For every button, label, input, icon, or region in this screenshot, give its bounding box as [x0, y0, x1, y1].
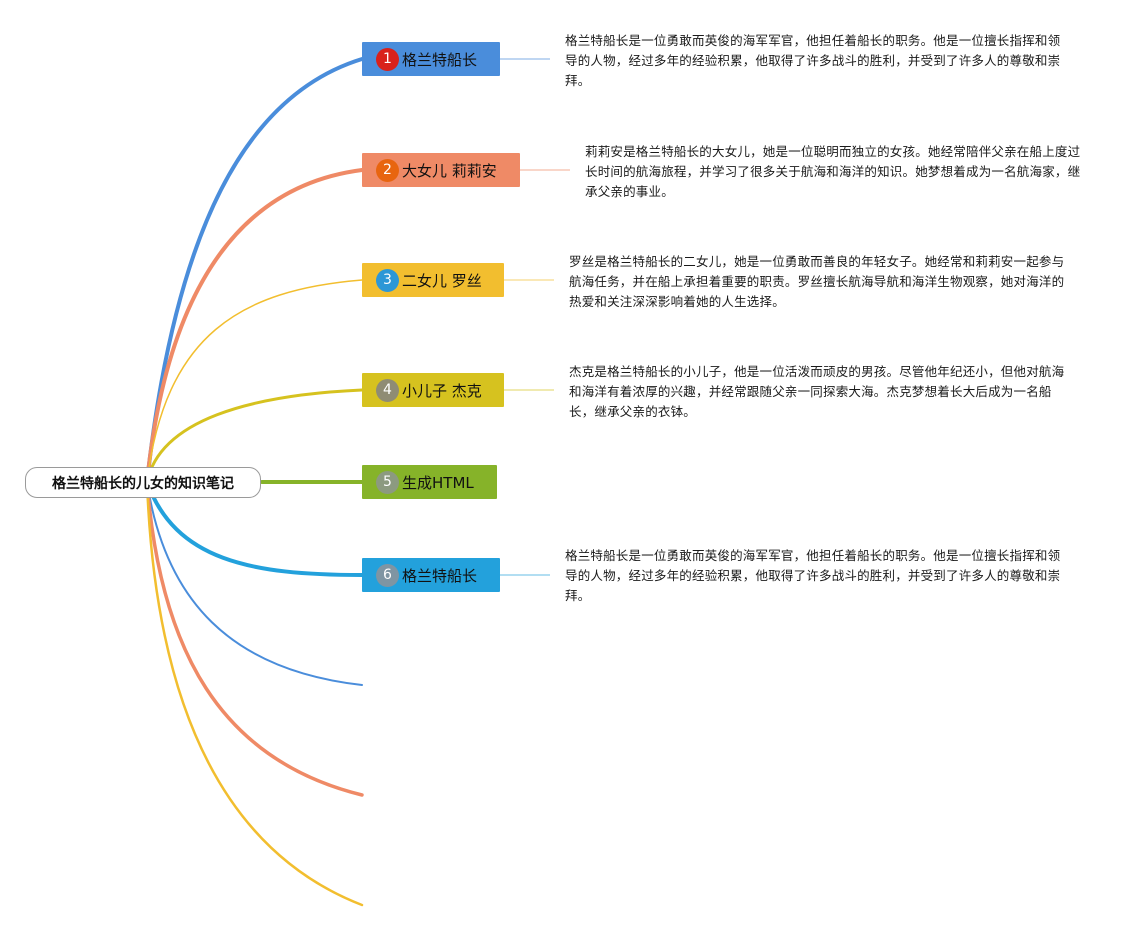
number-badge-icon: 3 [376, 268, 399, 292]
branch-note-2: 莉莉安是格兰特船长的大女儿，她是一位聪明而独立的女孩。她经常陪伴父亲在船上度过长… [585, 144, 1081, 199]
branch-label: 大女儿 莉莉安 [402, 161, 497, 180]
branch-connector-1 [145, 57, 364, 484]
number-badge-icon: 5 [376, 470, 399, 494]
number-badge-icon: 6 [376, 563, 399, 587]
branch-node-3[interactable]: 3 二女儿 罗丝 [362, 263, 504, 297]
branch-connector-empty-3 [145, 480, 364, 907]
branch-note-1: 格兰特船长是一位勇敢而英俊的海军军官，他担任着船长的职务。他是一位擅长指挥和领导… [565, 33, 1061, 88]
branch-connector-2 [145, 168, 364, 484]
number-badge-icon: 2 [376, 158, 399, 182]
branch-label: 二女儿 罗丝 [402, 271, 482, 290]
branch-connector-6 [145, 480, 364, 577]
branch-node-2[interactable]: 2 大女儿 莉莉安 [362, 153, 520, 187]
branch-connector-empty-1 [146, 481, 363, 686]
branch-label: 小儿子 杰克 [402, 381, 482, 400]
branch-label: 格兰特船长 [402, 50, 478, 69]
number-badge-icon: 4 [376, 378, 399, 402]
root-node-label: 格兰特船长的儿女的知识笔记 [52, 475, 234, 492]
branch-label: 生成HTML [402, 473, 474, 492]
branch-label: 格兰特船长 [402, 566, 478, 585]
branch-node-4[interactable]: 4 小儿子 杰克 [362, 373, 504, 407]
branch-node-1[interactable]: 1 格兰特船长 [362, 42, 500, 76]
branch-connector-3 [146, 279, 363, 483]
branch-connector-empty-2 [145, 480, 364, 797]
branch-note-4: 杰克是格兰特船长的小儿子，他是一位活泼而顽皮的男孩。尽管他年纪还小，但他对航海和… [569, 364, 1065, 419]
branch-connector-4 [145, 388, 364, 484]
branch-note-6: 格兰特船长是一位勇敢而英俊的海军军官，他担任着船长的职务。他是一位擅长指挥和领导… [565, 548, 1061, 603]
branch-node-5[interactable]: 5 生成HTML [362, 465, 497, 499]
number-badge-icon: 1 [376, 47, 399, 71]
branch-note-3: 罗丝是格兰特船长的二女儿，她是一位勇敢而善良的年轻女子。她经常和莉莉安一起参与航… [569, 254, 1065, 309]
branch-node-6[interactable]: 6 格兰特船长 [362, 558, 500, 592]
root-node[interactable]: 格兰特船长的儿女的知识笔记 [25, 467, 261, 498]
